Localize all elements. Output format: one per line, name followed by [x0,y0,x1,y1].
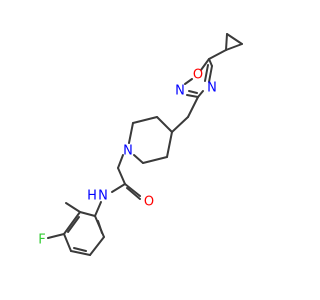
bond [204,64,209,82]
bond [63,211,81,235]
bond [142,156,168,164]
nitrogen-ring-label: N [207,81,217,96]
bond [63,233,72,252]
bond [188,90,198,94]
fluorine-label: F [38,233,45,248]
bond [67,216,80,233]
bond [187,96,199,118]
structure-svg: O N N N O N H F [38,33,243,256]
bond [184,78,193,85]
bond [111,183,126,193]
bond [128,122,134,144]
bond [226,33,243,45]
bond [208,49,227,60]
bond [47,233,65,239]
bond [124,183,141,197]
bond [65,202,81,213]
bond [171,116,189,133]
bond [200,58,210,71]
nitrogen-amide-label: N [98,189,108,204]
bond [89,236,105,256]
bond [208,65,213,83]
bond [225,43,243,51]
bond [97,220,103,234]
bond [166,131,173,158]
bond [186,94,199,98]
nitrogen-piperidine-label: N [123,144,133,159]
hydrogen-amide-label: H [87,189,97,204]
nitrogen-ring-label: N [175,84,185,99]
bond [225,33,228,51]
bond [73,247,87,252]
bond [70,250,91,256]
bond [79,211,96,217]
bond [208,58,213,67]
bond [117,154,124,169]
bond [117,167,126,185]
bond [197,90,204,98]
oxygen-carbonyl-label: O [144,195,154,210]
molecule-diagram: O N N N O N H F [38,33,243,256]
bond [132,116,158,124]
oxygen-ring-label: O [193,68,203,83]
bond [133,154,144,164]
bond [126,187,141,200]
bond [94,201,102,217]
bond [156,116,173,133]
